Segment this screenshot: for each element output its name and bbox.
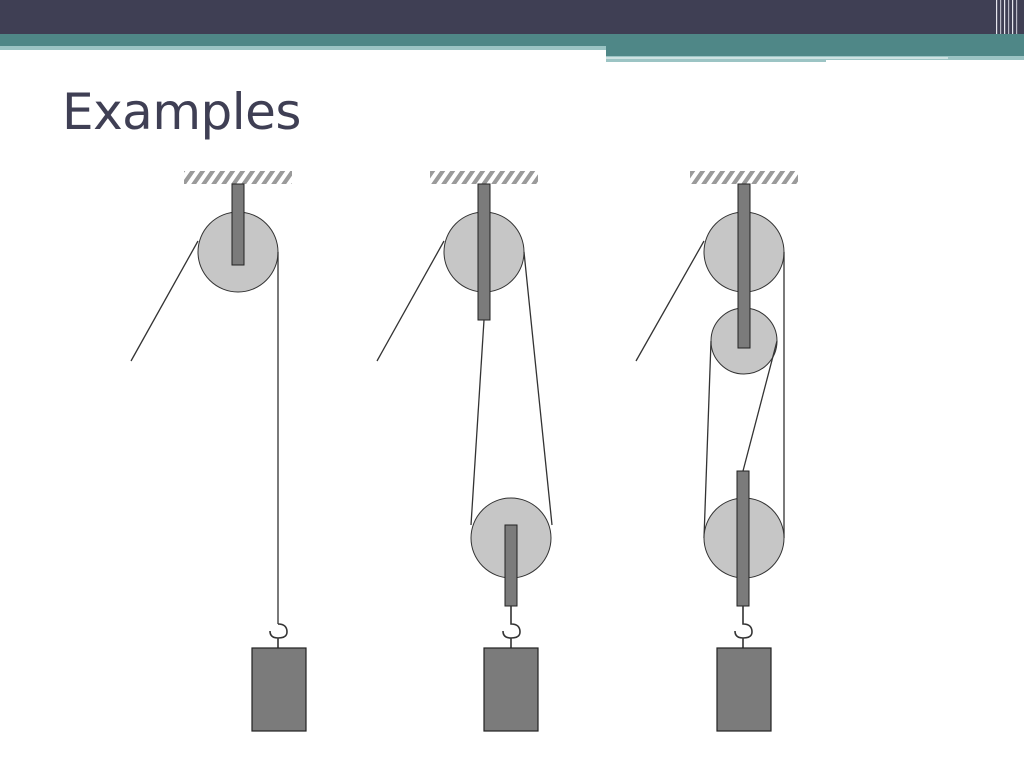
diagram-two-fixed-one-movable-pulley [635,171,798,732]
pull-rope [376,240,445,362]
rope-segment-right [523,251,553,526]
hook-icon [502,606,521,648]
header-edge-lines [996,0,1018,34]
movable-pulley-axle [504,524,518,607]
header-edge-line [1008,0,1010,34]
hatched-ceiling-icon [184,171,292,184]
rope-segment-diagonal [742,340,778,472]
diagram-one-fixed-one-movable-pulley [376,171,553,732]
rope-segment-left [703,340,712,539]
rope-segment-left [470,319,485,526]
header-accent-band [0,34,1024,62]
movable-pulley-axle [736,470,750,607]
hook-icon [269,623,288,648]
pull-rope [130,240,199,362]
header-edge-line [996,0,998,34]
header-edge-line [1004,0,1006,34]
pulley-axle-bar [231,183,245,266]
hatched-ceiling-icon [690,171,798,184]
hatched-ceiling-icon [430,171,538,184]
hook-icon [734,606,753,648]
weight-block-icon [716,647,772,732]
header-bar [0,0,1024,34]
slide-title: Examples [62,83,301,141]
diagram-single-fixed-pulley [130,171,307,732]
pull-rope [635,240,705,362]
weight-block-icon [483,647,539,732]
header-edge-line [1000,0,1002,34]
weight-block-icon [251,647,307,732]
pulley-axle-bar [477,183,491,321]
header-edge-line [1016,0,1018,34]
header-edge-line [1012,0,1014,34]
pulley-axle-bar [737,183,751,349]
